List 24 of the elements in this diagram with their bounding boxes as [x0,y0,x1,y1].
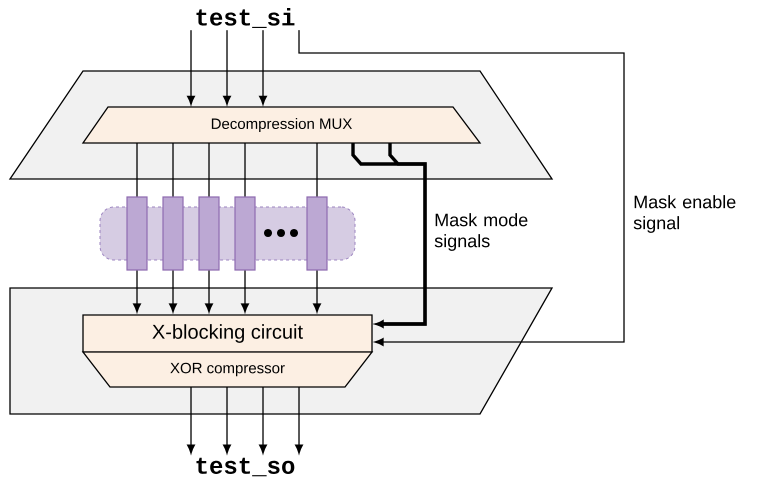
arrow [298,30,625,346]
scan-chain-bar [306,196,328,271]
scan-chain-bar [198,196,220,271]
arrow [313,270,321,313]
arrow [259,387,267,454]
arrow [376,143,427,328]
arrow [133,270,141,313]
arrow [223,30,231,105]
edge-label: Mask mode signals [434,213,528,251]
arrow [223,387,231,454]
arrow [187,387,195,454]
arrow [259,30,267,105]
circuit-box: X-blocking circuit [82,314,373,353]
arrow [187,30,195,105]
arrow [169,270,177,313]
scan-chain-bar [126,196,148,271]
signal-label: test_si [196,8,294,28]
arrow [241,270,249,313]
edge-label: Mask enable signal [634,195,736,233]
signal-label: test_so [196,458,294,476]
scan-chain-bar [162,196,184,271]
arrow [295,387,303,454]
arrow [205,270,213,313]
scan-chain-bar [234,196,256,271]
